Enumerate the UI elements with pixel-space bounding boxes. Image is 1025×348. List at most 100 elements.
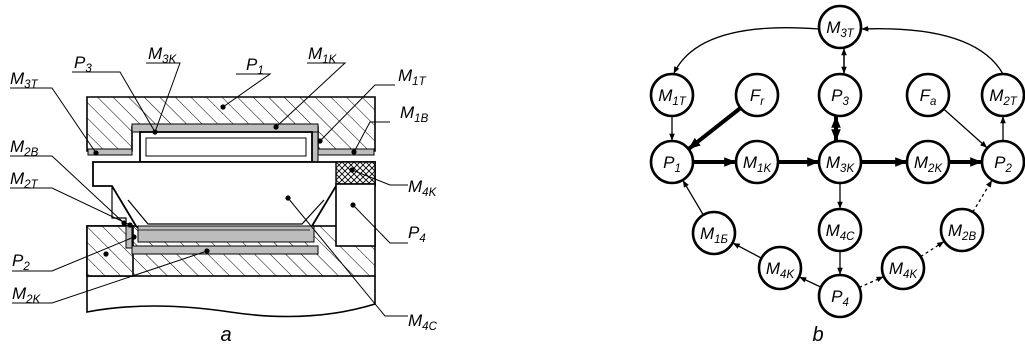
node-circle — [905, 72, 951, 118]
node-label-base: M — [743, 153, 758, 172]
caption-a: a — [220, 324, 231, 346]
node-fa: Fa — [905, 72, 951, 118]
label-p1: P1 — [246, 55, 264, 77]
node-circle — [734, 72, 780, 118]
node-label: P1 — [663, 153, 681, 175]
node-label-base: M — [700, 224, 715, 243]
node-fr: Fr — [734, 72, 780, 118]
node-label: M1K — [743, 153, 773, 175]
node-label: M4K — [766, 259, 796, 281]
node-circle — [757, 245, 803, 291]
node-circle — [734, 139, 780, 185]
node-label-sub: a — [930, 96, 936, 108]
edge-m2t-to-m3t — [861, 25, 1004, 75]
node-label-base: F — [750, 86, 762, 105]
node-label: P3 — [831, 86, 849, 108]
node-m3t: M3T — [817, 4, 863, 50]
node-circle — [980, 139, 1025, 185]
node-label: M3K — [826, 153, 856, 175]
node-circle — [817, 273, 863, 319]
label-m2t: M2T — [10, 169, 39, 191]
node-label: M1T — [658, 86, 687, 108]
node-label-sub: 3K — [840, 163, 855, 175]
label-m2k: M2K — [12, 284, 42, 306]
edge-m3t-to-m1t — [673, 27, 820, 74]
node-label-base: M — [658, 86, 673, 105]
node-m2b: M2B — [939, 207, 985, 253]
edge-fr-to-p1 — [688, 106, 742, 150]
node-label-sub: 2B — [961, 231, 976, 243]
layer-m1k — [131, 123, 319, 133]
node-label-sub: r — [760, 96, 765, 108]
layer-m2t — [125, 225, 133, 249]
node-label-base: M — [826, 221, 841, 240]
leader-lines — [10, 62, 408, 317]
node-label-base: P — [831, 287, 843, 306]
node-label-sub: 1K — [757, 163, 772, 175]
edge-m2b-to-p2 — [972, 180, 993, 213]
node-m2k: M2K — [905, 139, 951, 185]
node-label-base: M — [889, 259, 904, 278]
node-circle — [880, 245, 926, 291]
label-m4k: M4K — [408, 177, 438, 199]
graph-edges — [669, 25, 1006, 289]
edge-fa-to-p2 — [943, 108, 988, 148]
layer-m2k — [131, 245, 319, 255]
node-circle — [817, 207, 863, 253]
node-label-sub: 4K — [903, 269, 918, 281]
piston-inner — [145, 137, 307, 157]
node-label: M2K — [914, 153, 944, 175]
label-m3t: M3T — [10, 69, 39, 91]
block-p4 — [335, 183, 376, 247]
node-label-sub: 2 — [1004, 163, 1012, 175]
node-label-sub: 4K — [780, 269, 795, 281]
node-m2t: M2T — [980, 72, 1025, 118]
node-m3k: M3K — [817, 139, 863, 185]
label-p2: P2 — [12, 251, 30, 273]
groove-inner — [127, 199, 325, 225]
node-label-sub: 2T — [1002, 96, 1017, 108]
node-label-sub: 1Б — [714, 234, 728, 246]
layer-m3t — [87, 148, 133, 156]
node-label: Fa — [920, 86, 937, 108]
node-label-sub: 4C — [840, 231, 855, 243]
node-label-base: M — [766, 259, 781, 278]
label-m3k: M3K — [148, 44, 178, 66]
node-label: Fr — [750, 86, 765, 108]
label-m4c: M4C — [408, 311, 438, 333]
node-circle — [817, 139, 863, 185]
node-label: M1Б — [700, 224, 729, 246]
node-label-sub: 2K — [927, 163, 943, 175]
node-label-sub: 1 — [674, 163, 680, 175]
node-label-base: M — [826, 18, 841, 37]
node-label-sub: 4 — [842, 297, 848, 309]
node-label-base: M — [948, 221, 963, 240]
node-circle — [980, 72, 1025, 118]
node-circle — [939, 207, 985, 253]
layer-m1b — [317, 148, 375, 156]
node-label-sub: 1T — [672, 96, 686, 108]
caption-b: b — [812, 324, 823, 346]
edge-m4k-left-to-m1b — [732, 242, 762, 259]
label-p3: P3 — [74, 53, 92, 75]
insert-m4k — [335, 161, 376, 185]
node-label: M4C — [826, 221, 856, 243]
node-label: M2B — [948, 221, 977, 243]
edge-p4-to-m4k-left — [799, 276, 822, 288]
node-circle — [649, 72, 695, 118]
edge-m4k-right-to-m2b — [920, 241, 945, 258]
node-m1t: M1T — [649, 72, 695, 118]
node-p3: P3 — [817, 72, 863, 118]
panel-a-drawing: M3T P3 M3K P1 M1K M1T M1B M2B M2T M4K P4… — [10, 44, 438, 346]
node-circle — [649, 139, 695, 185]
node-p1: P1 — [649, 139, 695, 185]
node-label-sub: 3T — [840, 28, 854, 40]
panel-a-labels: M3T P3 M3K P1 M1K M1T M1B M2B M2T M4K P4… — [10, 44, 438, 333]
node-p2: P2 — [980, 139, 1025, 185]
node-label-base: P — [994, 153, 1006, 172]
node-label-base: M — [826, 153, 841, 172]
node-label: P4 — [831, 287, 849, 309]
node-circle — [817, 72, 863, 118]
